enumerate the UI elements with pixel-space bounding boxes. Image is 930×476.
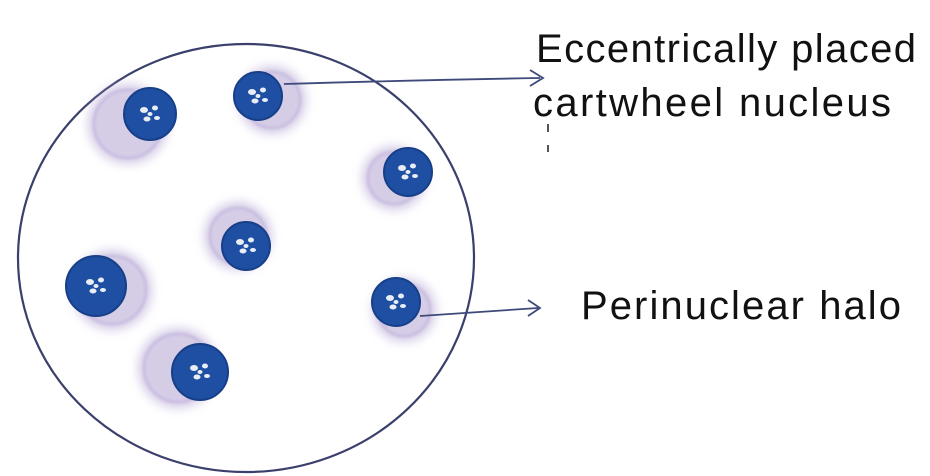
chromatin-speck — [98, 278, 104, 283]
chromatin-speck — [406, 170, 411, 174]
chromatin-speck — [148, 112, 153, 116]
chromatin-speck — [398, 294, 404, 299]
chromatin-speck — [194, 375, 201, 380]
chromatin-speck — [386, 295, 394, 301]
halo-label: Perinuclear halo — [581, 284, 901, 328]
chromatin-speck — [94, 284, 99, 288]
chromatin-speck — [152, 106, 158, 111]
chromatin-speck — [260, 88, 266, 93]
chromatin-speck — [154, 116, 160, 120]
chromatin-speck — [262, 98, 268, 102]
cell — [88, 84, 176, 164]
chromatin-speck — [190, 365, 198, 371]
nucleus-pointer-line — [284, 78, 540, 84]
cell — [66, 250, 152, 330]
chromatin-speck — [240, 249, 247, 254]
nucleus-pointer — [284, 70, 543, 86]
cell — [362, 146, 432, 210]
chromatin-speck — [86, 279, 94, 285]
chromatin-speck — [398, 165, 406, 171]
chromatin-speck — [236, 239, 244, 245]
chromatin-speck — [140, 107, 148, 113]
chromatin-speck — [244, 244, 249, 248]
cell — [138, 328, 228, 408]
chromatin-speck — [100, 288, 106, 292]
chromatin-speck — [250, 248, 256, 252]
chromatin-speck — [390, 305, 397, 310]
chromatin-speck — [198, 370, 203, 374]
chromatin-speck — [256, 94, 261, 98]
chromatin-speck — [410, 164, 416, 169]
chromatin-speck — [248, 89, 256, 95]
chromatin-speck — [252, 99, 259, 104]
chromatin-speck — [394, 300, 399, 304]
halo-pointer — [420, 300, 540, 316]
halo-pointer-line — [420, 308, 538, 316]
chromatin-speck — [204, 374, 210, 378]
nucleus-label-line1: Eccentrically placed — [536, 27, 916, 71]
chromatin-speck — [402, 175, 409, 180]
chromatin-speck — [248, 238, 254, 243]
cell — [204, 202, 272, 270]
chromatin-speck — [90, 289, 97, 294]
chromatin-speck — [412, 174, 418, 178]
chromatin-speck — [400, 304, 406, 308]
nucleus-label-line2: cartwheel nucleus — [533, 81, 891, 125]
cells-group — [66, 66, 436, 408]
chromatin-speck — [202, 364, 208, 369]
cell — [234, 66, 306, 134]
cell — [372, 278, 436, 342]
chromatin-speck — [144, 117, 151, 122]
